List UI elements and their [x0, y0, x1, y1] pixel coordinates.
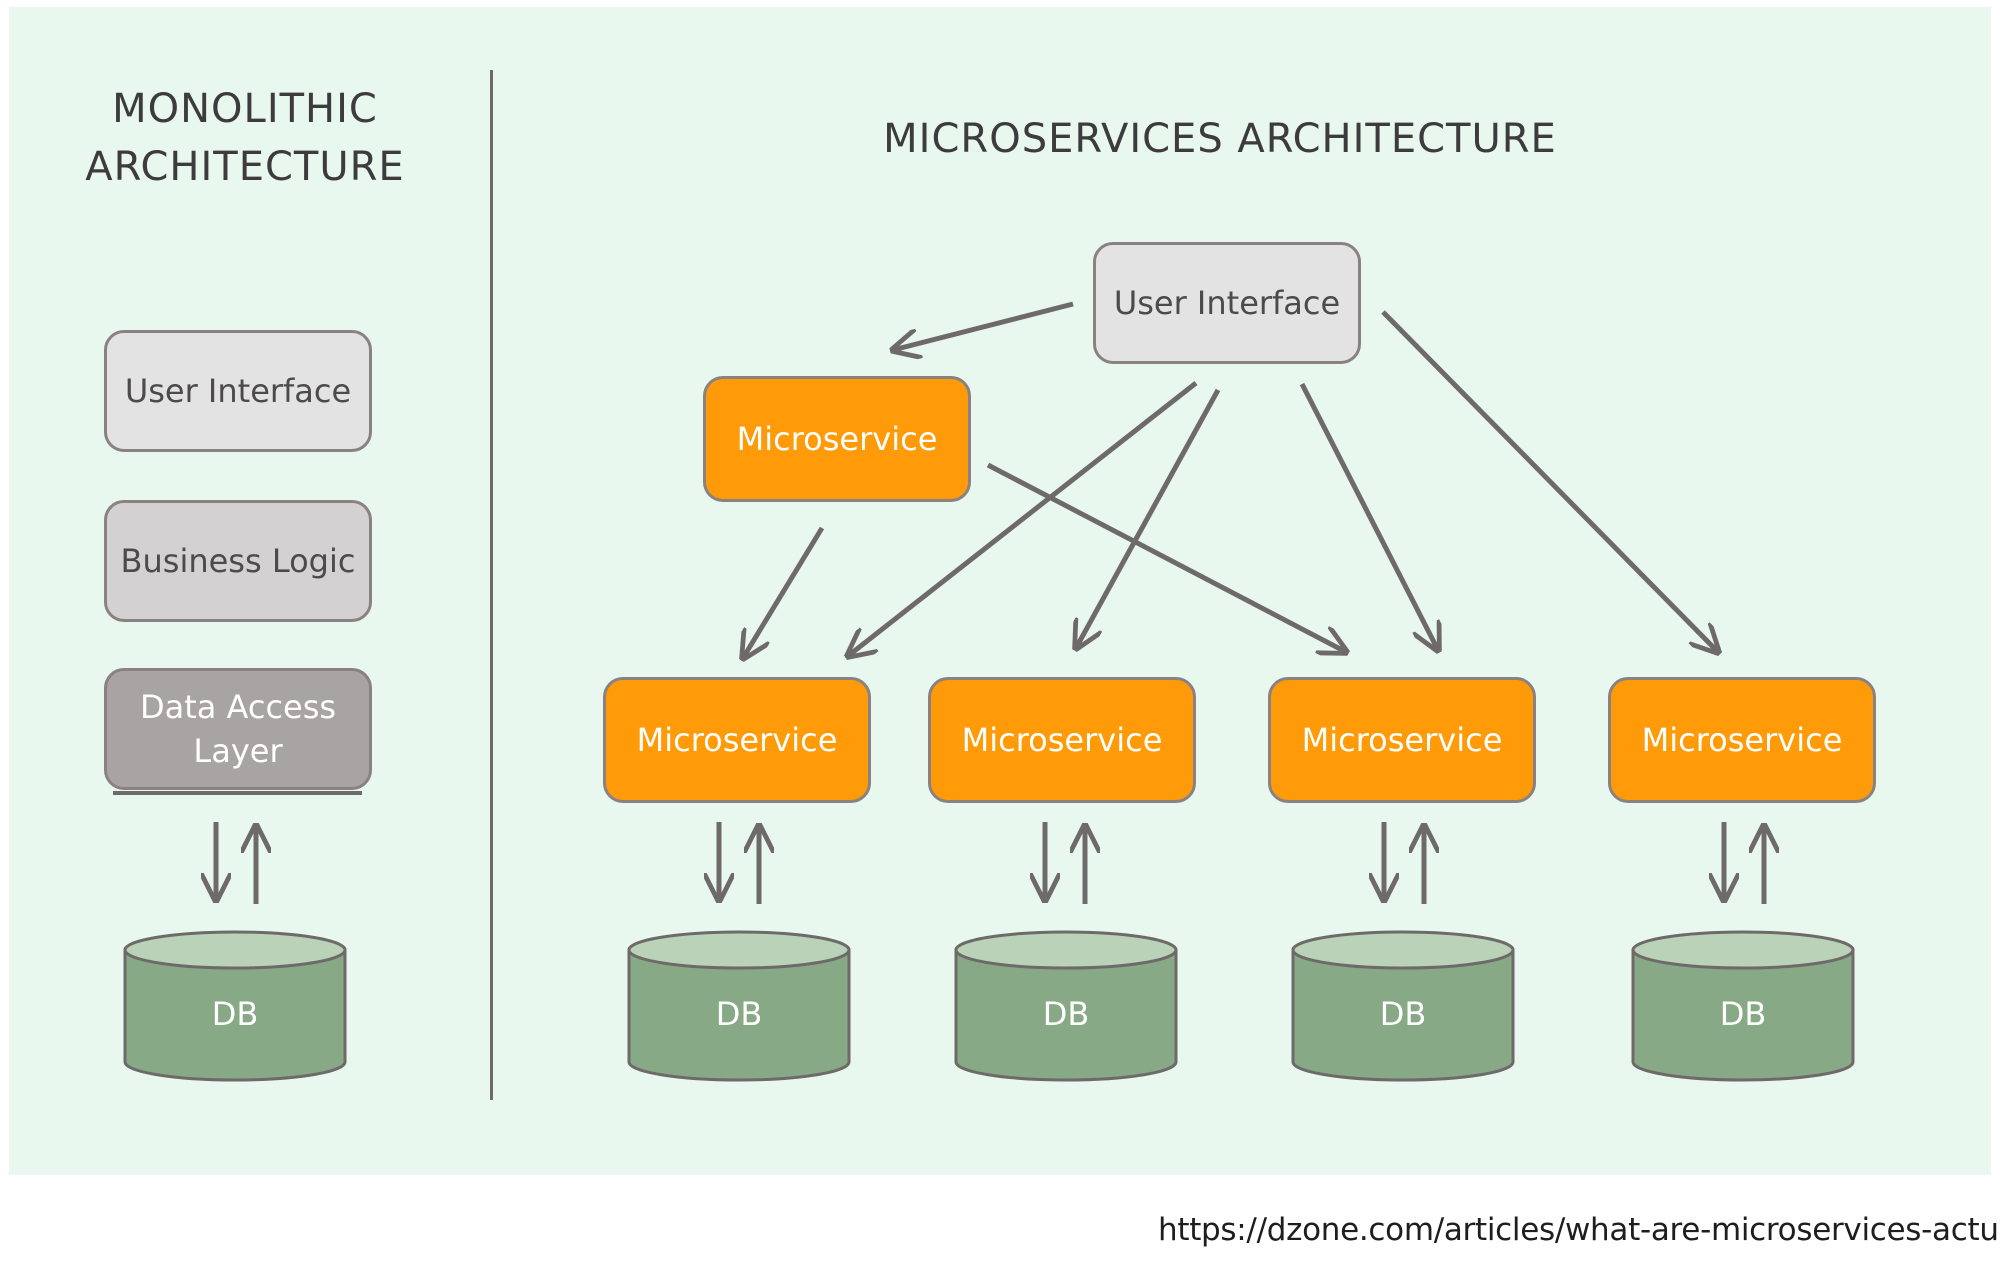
mono-db-cylinder	[123, 930, 347, 1082]
arrow-ui-to-top-service	[893, 301, 1074, 350]
ms3-db-cylinder	[1291, 930, 1515, 1082]
microservice-4-box: Microservice	[1608, 677, 1876, 803]
mono-user-interface-label: User Interface	[124, 372, 352, 410]
mono-data-access-layer-box: Data Access Layer	[104, 668, 372, 790]
microservice-1-db-label: DB	[715, 995, 763, 1033]
source-url[interactable]: https://dzone.com/articles/what-are-micr…	[1158, 1212, 2000, 1248]
arrow-ui-to-service-1	[848, 381, 1198, 656]
mono-data-access-label-line1: Data Access	[139, 688, 337, 726]
microservice-2-label: Microservice	[961, 721, 1163, 759]
top-microservice-label: Microservice	[736, 420, 938, 458]
microservice-3-box: Microservice	[1268, 677, 1536, 803]
arrow-ui-to-service-4	[1381, 310, 1718, 652]
mono-db-label: DB	[211, 995, 259, 1033]
microservice-4-label: Microservice	[1641, 721, 1843, 759]
mono-business-logic-label: Business Logic	[120, 542, 356, 580]
arrow-top-service-to-service-1	[743, 526, 825, 658]
microservices-heading: MICROSERVICES ARCHITECTURE	[883, 116, 1557, 162]
ms2-db-cylinder	[954, 930, 1178, 1082]
microservice-2-db-label: DB	[1042, 995, 1090, 1033]
ms-user-interface-box: User Interface	[1093, 242, 1361, 364]
monolithic-heading-line1: MONOLITHIC	[112, 86, 378, 132]
ms1-db-cylinder	[627, 930, 851, 1082]
arrow-ui-to-service-3	[1299, 382, 1438, 650]
microservice-1-label: Microservice	[636, 721, 838, 759]
microservice-4-db-label: DB	[1719, 995, 1767, 1033]
arrow-ui-to-service-2	[1076, 388, 1221, 648]
ms-user-interface-label: User Interface	[1113, 284, 1341, 322]
mono-data-access-label-line2: Layer	[193, 732, 283, 770]
microservice-2-box: Microservice	[928, 677, 1196, 803]
microservice-3-db-label: DB	[1379, 995, 1427, 1033]
microservice-3-label: Microservice	[1301, 721, 1503, 759]
monolithic-heading-line2: ARCHITECTURE	[85, 144, 405, 190]
section-divider	[490, 70, 493, 1100]
microservice-1-box: Microservice	[603, 677, 871, 803]
mono-business-logic-box: Business Logic	[104, 500, 372, 622]
ms4-db-cylinder	[1631, 930, 1855, 1082]
arrow-top-service-to-service-3	[986, 462, 1346, 652]
top-microservice-box: Microservice	[703, 376, 971, 502]
mono-user-interface-box: User Interface	[104, 330, 372, 452]
monolithic-heading: MONOLITHIC ARCHITECTURE	[40, 80, 450, 196]
